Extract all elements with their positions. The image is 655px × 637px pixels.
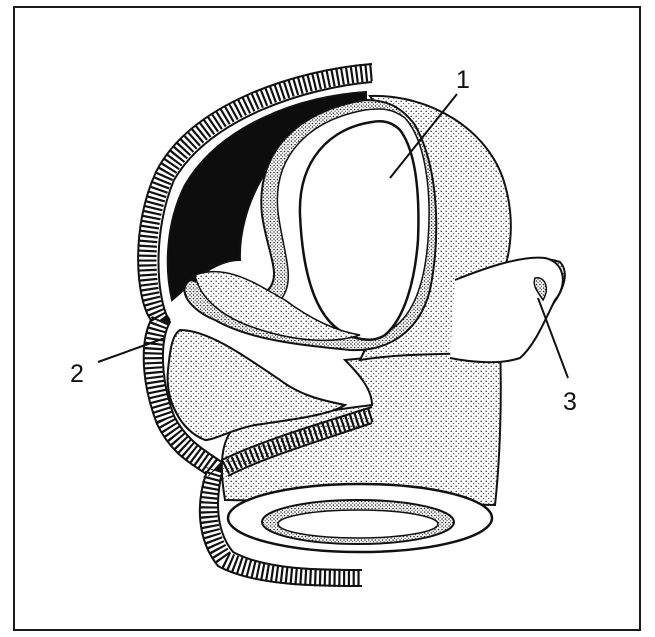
leader-line-3 — [538, 298, 568, 378]
label-2: 2 — [70, 360, 84, 388]
label-1: 1 — [456, 66, 470, 94]
label-3: 3 — [563, 388, 577, 416]
tube-opening — [228, 484, 492, 552]
